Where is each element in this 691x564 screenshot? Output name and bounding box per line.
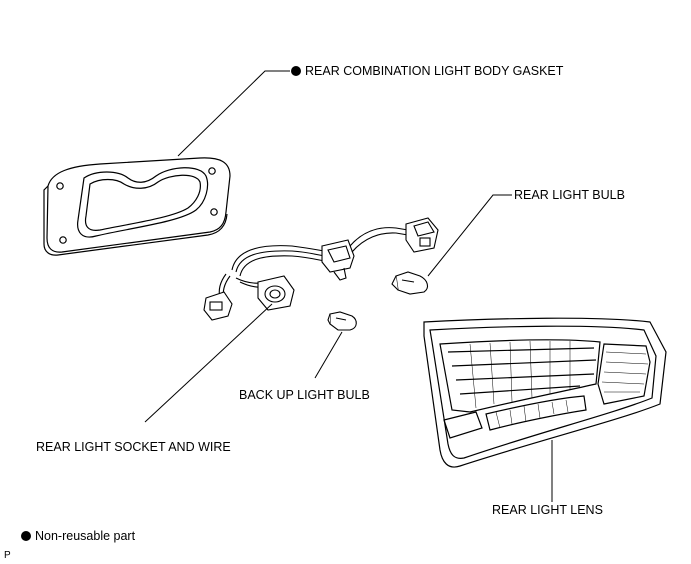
rear-light-bulb-graphic [391, 271, 429, 295]
non-reusable-legend-icon [21, 531, 31, 541]
gasket-label: REAR COMBINATION LIGHT BODY GASKET [291, 64, 563, 78]
non-reusable-marker-icon [291, 66, 301, 76]
body-gasket [43, 157, 231, 256]
backup-bulb-leader [314, 331, 343, 379]
rear-light-lens-graphic [423, 317, 667, 468]
rear-bulb-leader [427, 194, 512, 277]
rear-light-bulb-label: REAR LIGHT BULB [514, 188, 625, 202]
gasket-leader [177, 70, 290, 157]
backup-light-bulb-label: BACK UP LIGHT BULB [239, 388, 370, 402]
lens-label: REAR LIGHT LENS [492, 503, 603, 517]
gasket-label-text: REAR COMBINATION LIGHT BODY GASKET [305, 64, 564, 78]
backup-light-bulb-graphic [327, 311, 357, 331]
legend-non-reusable: Non-reusable part [21, 529, 135, 543]
socket-and-wire [203, 217, 439, 321]
socket-wire-label: REAR LIGHT SOCKET AND WIRE [36, 440, 231, 454]
legend-text: Non-reusable part [35, 529, 136, 543]
leader-lines [144, 70, 553, 502]
footer-code: P [4, 550, 11, 561]
socket-leader [144, 303, 273, 423]
